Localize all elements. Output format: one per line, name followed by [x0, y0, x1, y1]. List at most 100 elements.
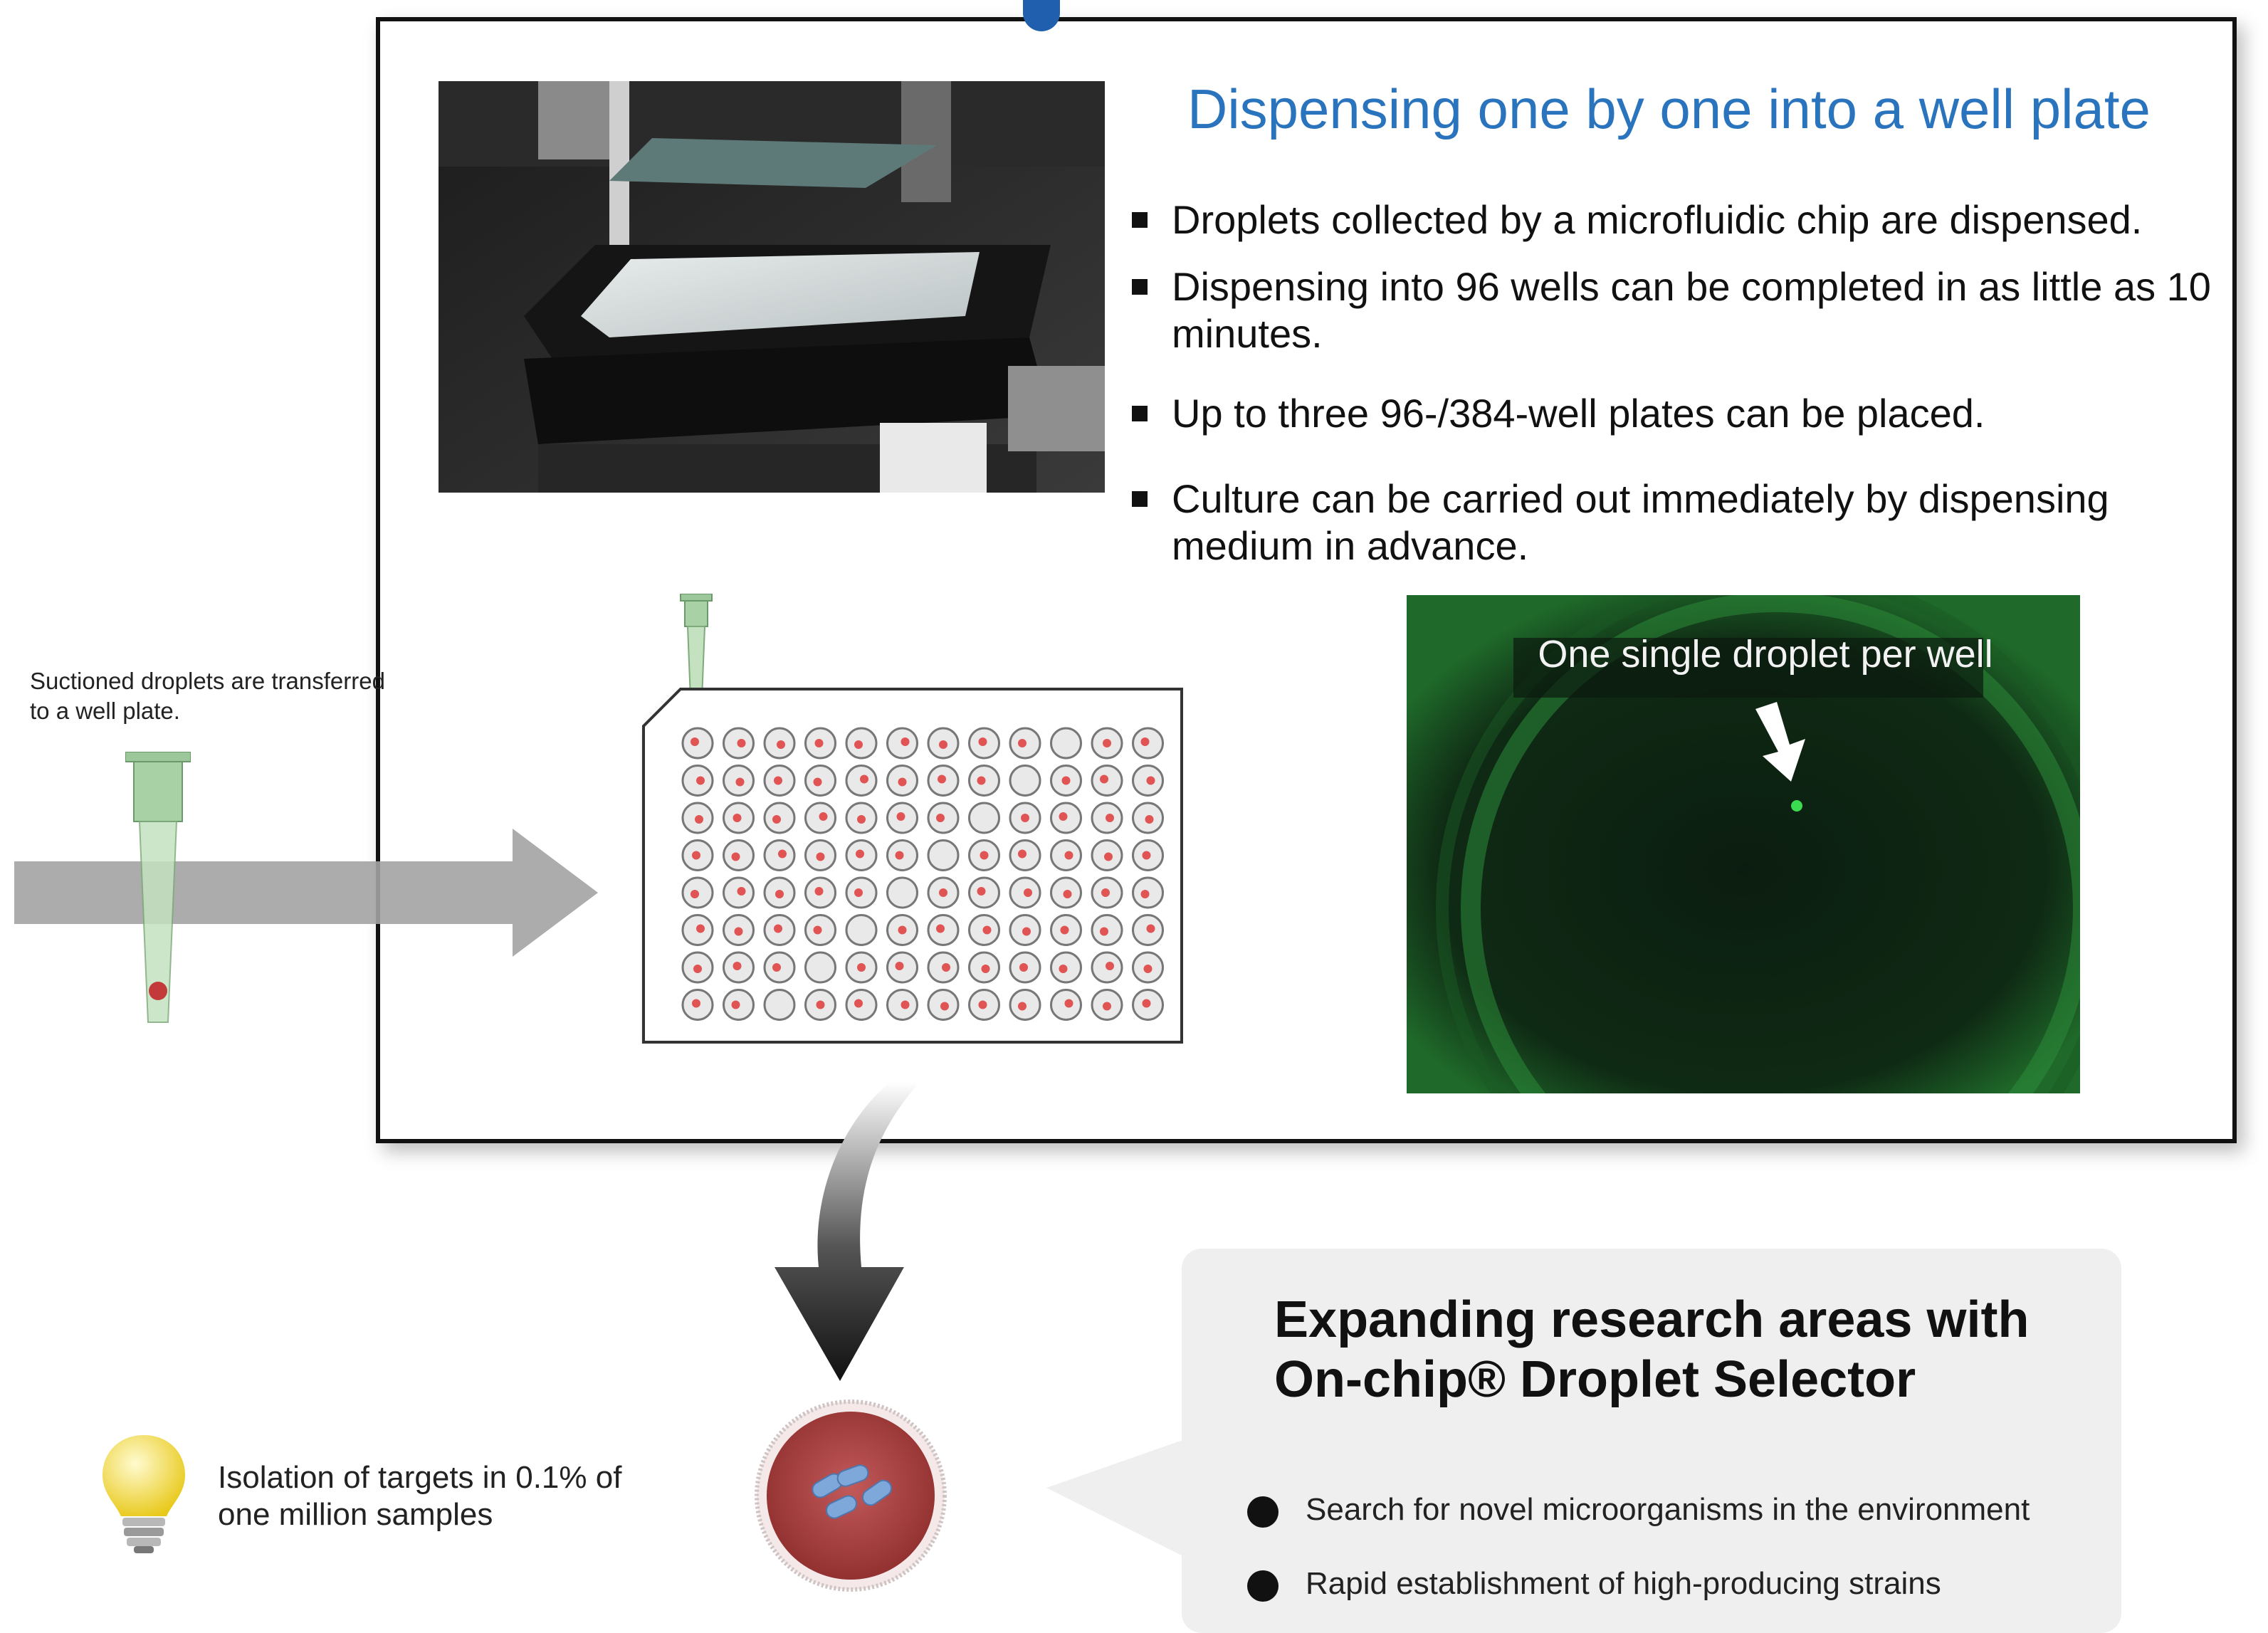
well-droplet: [816, 852, 825, 861]
well-droplet: [778, 849, 787, 858]
well-droplet: [695, 815, 703, 824]
well-droplet: [1146, 924, 1155, 933]
well-droplet: [1140, 737, 1150, 746]
well-droplet: [942, 963, 950, 972]
well-droplet: [939, 740, 947, 749]
square-bullet-icon: [1132, 212, 1148, 228]
well-droplet: [1100, 775, 1108, 784]
research-areas-title: Expanding research areas with On-chip® D…: [1274, 1291, 2030, 1408]
well: [1009, 765, 1041, 797]
well-droplet: [895, 851, 904, 860]
droplet-illustration: [755, 1400, 947, 1592]
well-droplet: [1106, 814, 1114, 822]
well-droplet: [772, 963, 781, 972]
well-plate: [642, 688, 1183, 1044]
well-droplet: [1146, 776, 1155, 785]
well-droplet: [978, 1000, 987, 1009]
well-droplet: [1104, 852, 1113, 861]
well-droplet: [895, 962, 904, 970]
well-droplet: [1100, 927, 1108, 936]
well-droplet: [977, 776, 986, 785]
well: [845, 914, 878, 946]
well-droplet: [857, 815, 866, 824]
well-droplet: [901, 737, 910, 746]
well-droplet: [1061, 776, 1071, 785]
panel-title: Dispensing one by one into a well plate: [1187, 78, 2151, 140]
well-droplet: [1018, 739, 1027, 747]
fluorescence-label: One single droplet per well: [1538, 633, 1993, 676]
well-droplet: [774, 776, 782, 785]
square-bullet-icon: [1132, 279, 1148, 295]
well-droplet: [1018, 849, 1027, 858]
well-droplet: [819, 812, 828, 821]
bullet-text: Droplets collected by a microfluidic chi…: [1172, 197, 2143, 242]
round-bullet-icon: [1247, 1570, 1279, 1602]
well: [886, 876, 918, 909]
transfer-caption: Suctioned droplets are transferred to a …: [30, 668, 385, 724]
well-droplet: [856, 849, 864, 858]
well: [968, 802, 1000, 834]
well-droplet: [1143, 965, 1153, 973]
well-droplet: [775, 890, 784, 898]
square-bullet-icon: [1132, 406, 1148, 421]
well-droplet: [939, 888, 947, 897]
well-droplet: [692, 851, 700, 860]
well-droplet: [1024, 888, 1032, 897]
well: [1050, 727, 1082, 760]
research-areas-box: [1182, 1249, 2121, 1633]
well-droplet: [731, 852, 740, 861]
well-droplet: [860, 775, 868, 784]
well-droplet: [1106, 962, 1114, 970]
well-droplet: [1019, 963, 1028, 972]
well-droplet: [691, 737, 699, 746]
well-grid: [681, 727, 1164, 1021]
well-droplet: [772, 815, 781, 824]
well-droplet: [940, 1002, 949, 1011]
lightbulb-icon: [103, 1435, 185, 1553]
well-droplet: [1060, 925, 1069, 935]
well: [763, 989, 796, 1021]
well-droplet: [813, 925, 822, 935]
well-droplet: [980, 851, 989, 860]
well-droplet: [898, 777, 907, 787]
well-droplet: [978, 737, 987, 746]
well-droplet: [734, 927, 743, 936]
curved-arrow-down-icon: [775, 1082, 920, 1381]
well-droplet: [814, 739, 824, 747]
pipette-tip-icon: [125, 752, 191, 1023]
round-bullet-icon: [1247, 1496, 1279, 1528]
instrument-photo: [439, 81, 1105, 493]
well-droplet: [696, 924, 705, 933]
well-droplet: [896, 812, 905, 821]
well-droplet: [901, 1000, 910, 1009]
well-droplet: [936, 924, 945, 933]
well-droplet: [981, 965, 990, 973]
well-droplet: [731, 1000, 740, 1009]
well-droplet: [982, 925, 992, 935]
bullet-text: Up to three 96-/384-well plates can be p…: [1172, 391, 1985, 436]
well-droplet: [692, 999, 700, 1008]
well-droplet: [1059, 965, 1068, 973]
well-droplet: [938, 775, 946, 784]
bullet-text: Dispensing into 96 wells can be complete…: [1172, 264, 2211, 356]
fluorescence-image: [1407, 595, 2080, 1093]
well-droplet: [898, 925, 907, 935]
isolation-text: Isolation of targets in 0.1% of one mill…: [218, 1460, 622, 1532]
well-droplet: [1145, 815, 1154, 824]
arrow-right-icon: [14, 829, 598, 957]
well-droplet: [1021, 814, 1029, 822]
well-droplet: [1142, 999, 1151, 1008]
well-droplet: [691, 890, 699, 898]
research-area-text: Search for novel microorganisms in the e…: [1306, 1492, 2030, 1527]
well-droplet: [1018, 1002, 1027, 1011]
well-droplet: [854, 888, 863, 897]
well-droplet: [774, 924, 782, 933]
well-droplet: [813, 777, 822, 787]
well-droplet: [857, 963, 866, 972]
well-droplet: [777, 740, 785, 749]
bullet-text: Culture can be carried out immediately b…: [1172, 476, 2109, 568]
well-droplet: [693, 965, 702, 973]
well-droplet: [816, 1000, 825, 1009]
well-droplet: [977, 887, 986, 896]
well-droplet: [1064, 999, 1073, 1008]
